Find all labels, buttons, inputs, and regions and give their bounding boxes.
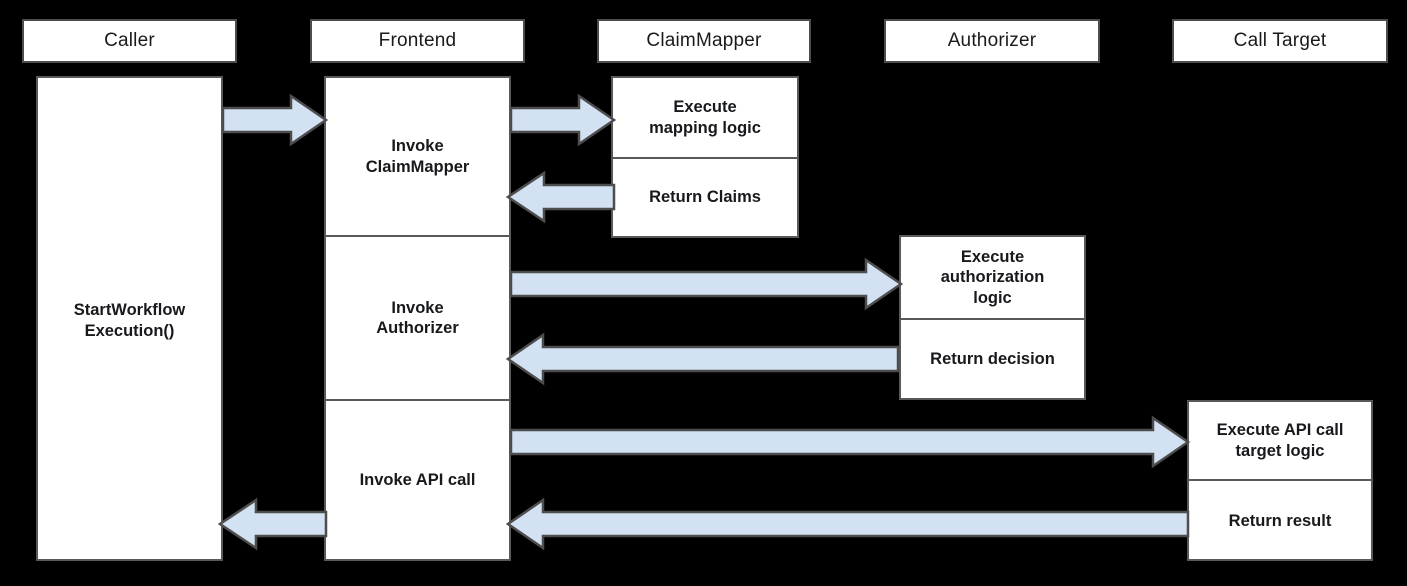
activation-cell-execute-mapping-logic: Execute mapping logic <box>649 98 761 137</box>
activation-cell-execute-authorization-logic: Execute authorization logic <box>940 248 1045 307</box>
message-arrow-caller-to-frontend <box>221 93 329 147</box>
activation-cell-invoke-api-call: Invoke API call <box>359 470 476 489</box>
lane-header-claimmapper: ClaimMapper <box>597 19 811 63</box>
activation-cell-start-workflow-execution: StartWorkflow Execution() <box>73 301 186 340</box>
message-arrow-frontend-to-calltarget <box>509 415 1191 469</box>
lane-header-frontend-label: Frontend <box>378 30 457 51</box>
activation-cell-return-result: Return result <box>1228 511 1332 530</box>
lane-header-caller: Caller <box>22 19 237 63</box>
activation-cell-invoke-claimmapper: Invoke ClaimMapper <box>365 137 470 176</box>
activation-cell-invoke-authorizer: Invoke Authorizer <box>376 298 459 337</box>
activation-divider-frontend-1 <box>326 235 509 237</box>
activation-cell-execute-api-call-target-logic: Execute API call target logic <box>1216 421 1344 460</box>
activation-cell-return-decision: Return decision <box>930 349 1055 368</box>
activation-authorizer: Execute authorization logic Return decis… <box>899 235 1086 400</box>
activation-caller: StartWorkflow Execution() <box>36 76 223 561</box>
lane-header-authorizer-label: Authorizer <box>947 30 1037 51</box>
lane-header-authorizer: Authorizer <box>884 19 1100 63</box>
activation-claimmapper: Execute mapping logic Return Claims <box>611 76 799 238</box>
lane-header-claimmapper-label: ClaimMapper <box>646 30 762 51</box>
activation-divider-frontend-2 <box>326 399 509 401</box>
activation-calltarget: Execute API call target logic Return res… <box>1187 400 1373 561</box>
message-arrow-frontend-to-caller <box>217 497 328 551</box>
lane-header-calltarget-label: Call Target <box>1233 30 1327 51</box>
activation-divider-calltarget-1 <box>1189 479 1371 481</box>
message-arrow-frontend-to-claimmapper <box>509 93 617 147</box>
activation-divider-authorizer-1 <box>901 318 1084 320</box>
lane-header-caller-label: Caller <box>104 30 155 51</box>
activation-cell-return-claims: Return Claims <box>649 188 761 207</box>
lane-header-frontend: Frontend <box>310 19 525 63</box>
lane-header-calltarget: Call Target <box>1172 19 1388 63</box>
message-arrow-frontend-to-authorizer <box>509 257 904 311</box>
message-arrow-calltarget-to-frontend <box>505 497 1190 551</box>
activation-divider-claimmapper-1 <box>613 157 797 159</box>
message-arrow-claimmapper-to-frontend <box>505 170 616 224</box>
activation-frontend: Invoke ClaimMapper Invoke Authorizer Inv… <box>324 76 511 561</box>
message-arrow-authorizer-to-frontend <box>505 332 900 386</box>
